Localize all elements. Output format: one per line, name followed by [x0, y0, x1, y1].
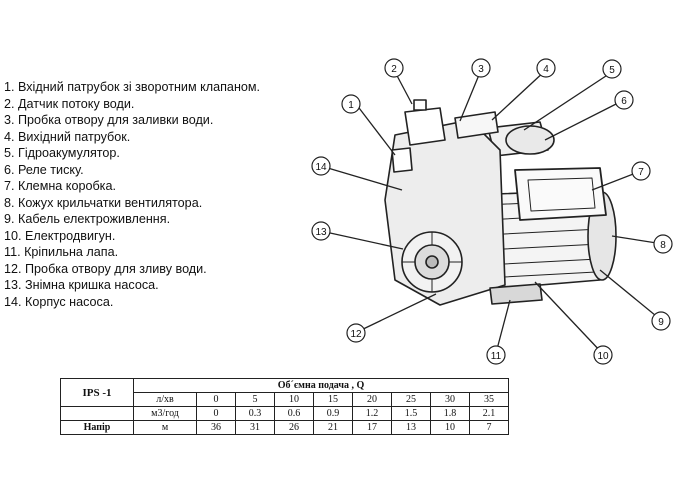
unit-cell: л/хв	[133, 392, 197, 407]
table-cell: 15	[313, 392, 353, 407]
unit-cell: м	[133, 420, 197, 435]
legend-item: 8. Кожух крильчатки вентилятора.	[4, 195, 203, 210]
callout-circle	[471, 58, 491, 78]
table-cell: 25	[391, 392, 431, 407]
callout-circle	[651, 311, 671, 331]
callout-circle	[614, 90, 634, 110]
table-cell: 21	[313, 420, 353, 435]
performance-table: IPS -1 Об´ємна подача , Q л/хв 0 5 10 15…	[60, 378, 509, 435]
table-cell: 10	[274, 392, 314, 407]
table-row: м3/год 0 0.3 0.6 0.9 1.2 1.5 1.8 2.1	[60, 406, 509, 421]
table-cell: 1.8	[430, 406, 470, 421]
table-cell: 10	[430, 420, 470, 435]
empty-cell	[60, 406, 134, 421]
callout-number: 7	[638, 167, 644, 178]
table-cell: 0	[196, 392, 236, 407]
mounting-foot	[489, 283, 543, 305]
legend-item: 2. Датчик потоку води.	[4, 96, 135, 111]
callout-number: 2	[391, 64, 397, 75]
callout-circle	[486, 345, 506, 365]
head-label: Напір	[60, 420, 134, 435]
callout-number: 1	[348, 100, 354, 111]
terminal-box	[514, 167, 607, 221]
unit-cell: м3/год	[133, 406, 197, 421]
callout-number: 8	[660, 240, 666, 251]
table-cell: 13	[391, 420, 431, 435]
legend-item: 1. Вхідний патрубок зі зворотним клапано…	[4, 80, 261, 94]
pump-diagram: 1 2 3 4 5 6 7 8 9 10 11 12 13 14	[311, 58, 673, 365]
legend-item: 14. Корпус насоса.	[4, 294, 114, 309]
callout-number: 4	[543, 64, 549, 75]
table-cell: 7	[469, 420, 509, 435]
legend-item: 5. Гідроакумулятор.	[4, 146, 120, 160]
table-cell: 2.1	[469, 406, 509, 421]
legend-item: 3. Пробка отвору для заливки води.	[4, 113, 214, 127]
callout-number: 10	[597, 351, 609, 362]
legend-item: 7. Клемна коробка.	[4, 179, 116, 193]
table-cell: 1.2	[352, 406, 392, 421]
legend-item: 12. Пробка отвору для зливу води.	[4, 261, 207, 276]
model-cell: IPS -1	[60, 378, 134, 407]
legend-item: 13. Знімна кришка насоса.	[4, 278, 159, 292]
callout-number: 6	[621, 96, 627, 107]
callout-circle	[384, 58, 404, 78]
callout-number: 9	[658, 317, 664, 328]
table-cell: 36	[196, 420, 236, 435]
table-cell: 17	[352, 420, 392, 435]
table-cell: 30	[430, 392, 470, 407]
table-cell: 20	[352, 392, 392, 407]
legend-item: 4. Вихідний патрубок.	[4, 129, 131, 144]
callout-number: 14	[315, 162, 327, 173]
legend-item: 9. Кабель електроживлення.	[4, 212, 171, 226]
table-cell: 0.3	[235, 406, 275, 421]
callout-circle	[536, 58, 556, 78]
callout-number: 12	[350, 329, 362, 340]
callout-circle	[311, 221, 331, 241]
legend-item: 10. Електродвигун.	[4, 228, 116, 243]
flow-header: Об´ємна подача , Q	[133, 378, 509, 393]
table-row: Напір м 36 31 26 21 17 13 10 7	[60, 420, 509, 435]
table-cell: 31	[235, 420, 275, 435]
callout-number: 11	[491, 351, 502, 362]
callout-circle	[311, 156, 331, 176]
table-cell: 0	[196, 406, 236, 421]
flow-sensor	[404, 107, 446, 146]
callout-circle	[593, 345, 613, 365]
table-cell: 0.6	[274, 406, 314, 421]
table-cell: 0.9	[313, 406, 353, 421]
callout-circle	[602, 59, 622, 79]
callout-circle	[346, 323, 366, 343]
callout-circle	[341, 94, 361, 114]
callout-circle	[653, 234, 673, 254]
table-row: IPS -1 Об´ємна подача , Q	[60, 378, 509, 407]
parts-legend: 1. Вхідний патрубок зі зворотним клапано…	[4, 79, 260, 310]
callout-number: 13	[315, 227, 327, 238]
table-cell: 26	[274, 420, 314, 435]
table-cell: 35	[469, 392, 509, 407]
table-cell: 1.5	[391, 406, 431, 421]
table-cell: 5	[235, 392, 275, 407]
accumulator	[505, 125, 555, 155]
legend-item: 6. Реле тиску.	[4, 162, 84, 177]
callout-circle	[631, 161, 651, 181]
callout-number: 3	[478, 64, 484, 75]
callout-number: 5	[609, 65, 615, 76]
legend-item: 11. Кріпильна лапа.	[4, 245, 119, 259]
